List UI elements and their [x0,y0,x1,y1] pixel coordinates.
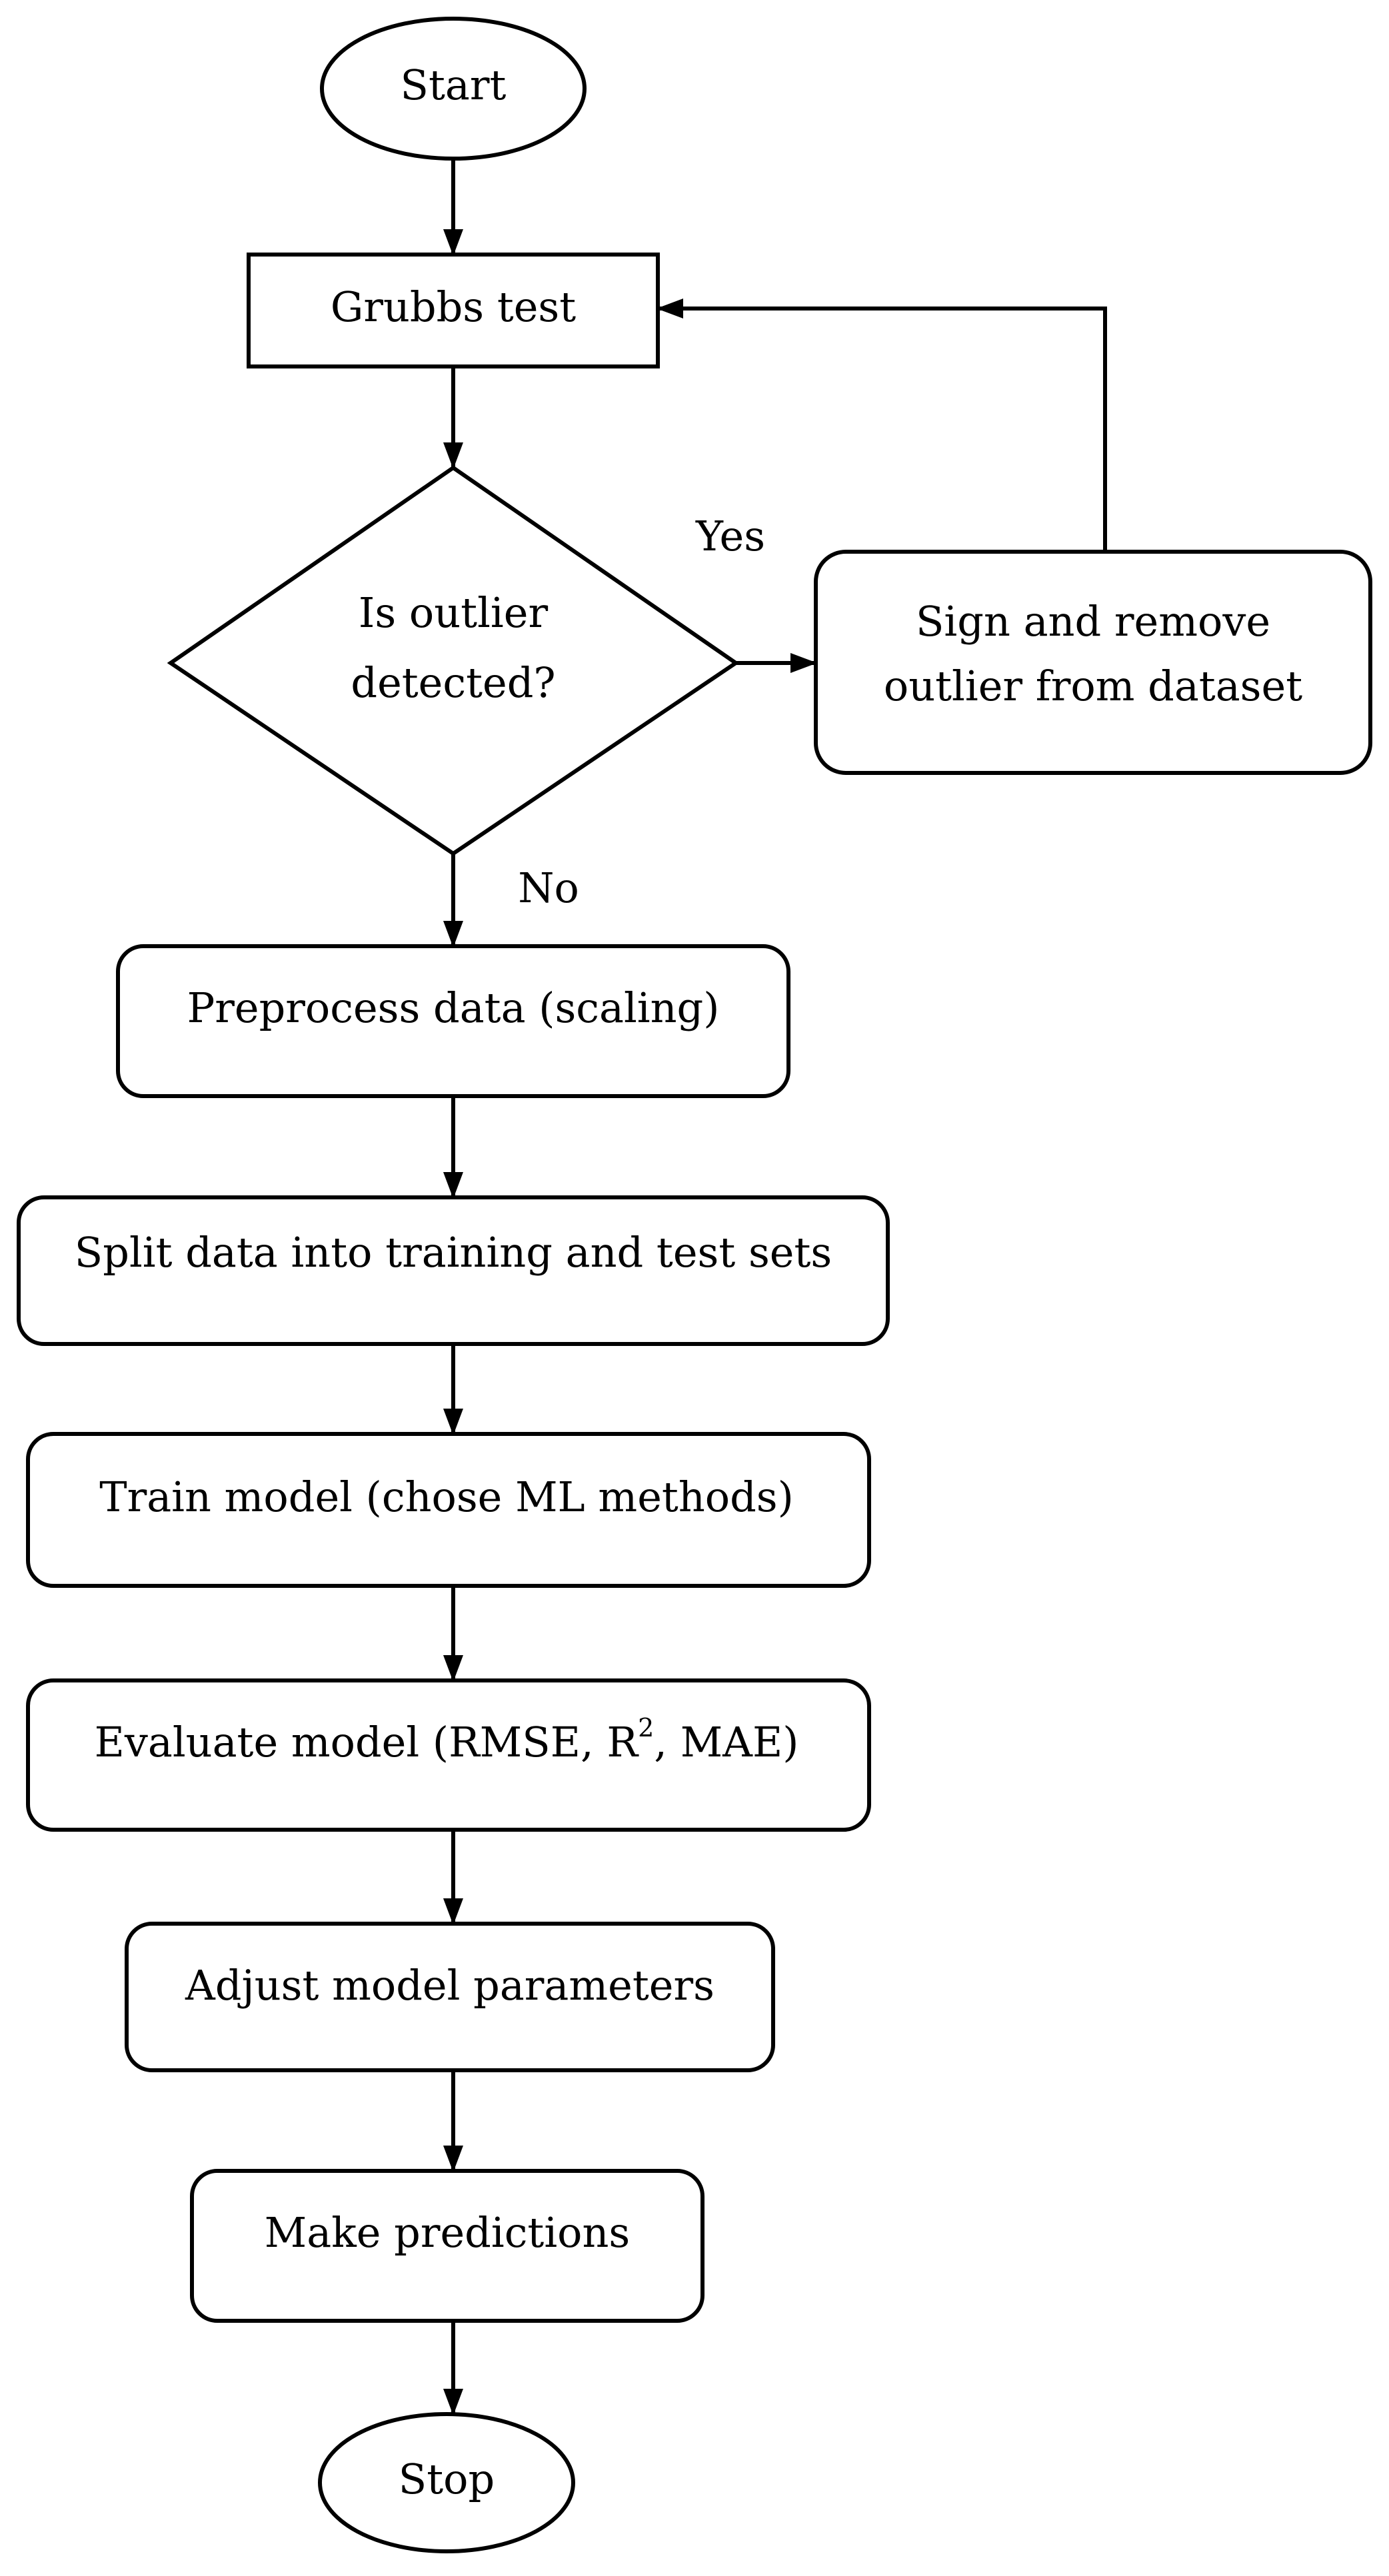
grubbs-test-label: Grubbs test [331,283,576,331]
remove-outlier-label-line2: outlier from dataset [884,662,1302,710]
evaluate-label-prefix: Evaluate model (RMSE, R [95,1718,640,1766]
no-edge-label: No [518,864,579,912]
remove-outlier-label-line1: Sign and remove [916,597,1270,646]
train-model-node: Train model (chose ML methods) [26,1432,871,1588]
decision-label-line1: Is outlier [359,588,549,637]
stop-label: Stop [399,2455,495,2503]
outlier-decision-node: Is outlier detected? [167,465,740,856]
adjust-parameters-label: Adjust model parameters [185,1961,714,2010]
split-node: Split data into training and test sets [17,1195,890,1346]
remove-outlier-node: Sign and remove outlier from dataset [814,550,1372,775]
split-label: Split data into training and test sets [75,1228,832,1277]
preprocess-node: Preprocess data (scaling) [116,944,790,1098]
evaluate-model-node: Evaluate model (RMSE, R2, MAE) [26,1678,871,1832]
yes-edge-label: Yes [695,512,765,560]
start-node: Start [320,17,587,161]
evaluate-label-suffix: , MAE) [654,1718,798,1766]
train-model-label: Train model (chose ML methods) [99,1473,794,1521]
evaluate-model-label: Evaluate model (RMSE, R2, MAE) [95,1713,799,1767]
adjust-parameters-node: Adjust model parameters [125,1922,775,2072]
edges [443,159,1107,2415]
grubbs-test-node: Grubbs test [247,253,660,368]
decision-label-line2: detected? [351,658,555,707]
stop-node: Stop [318,2412,575,2553]
start-label: Start [401,61,507,109]
make-predictions-node: Make predictions [190,2169,704,2323]
preprocess-label: Preprocess data (scaling) [187,983,720,1032]
evaluate-label-superscript: 2 [638,1713,654,1742]
make-predictions-label: Make predictions [265,2208,631,2257]
edge-remove-back-to-grubbs [657,299,1107,552]
